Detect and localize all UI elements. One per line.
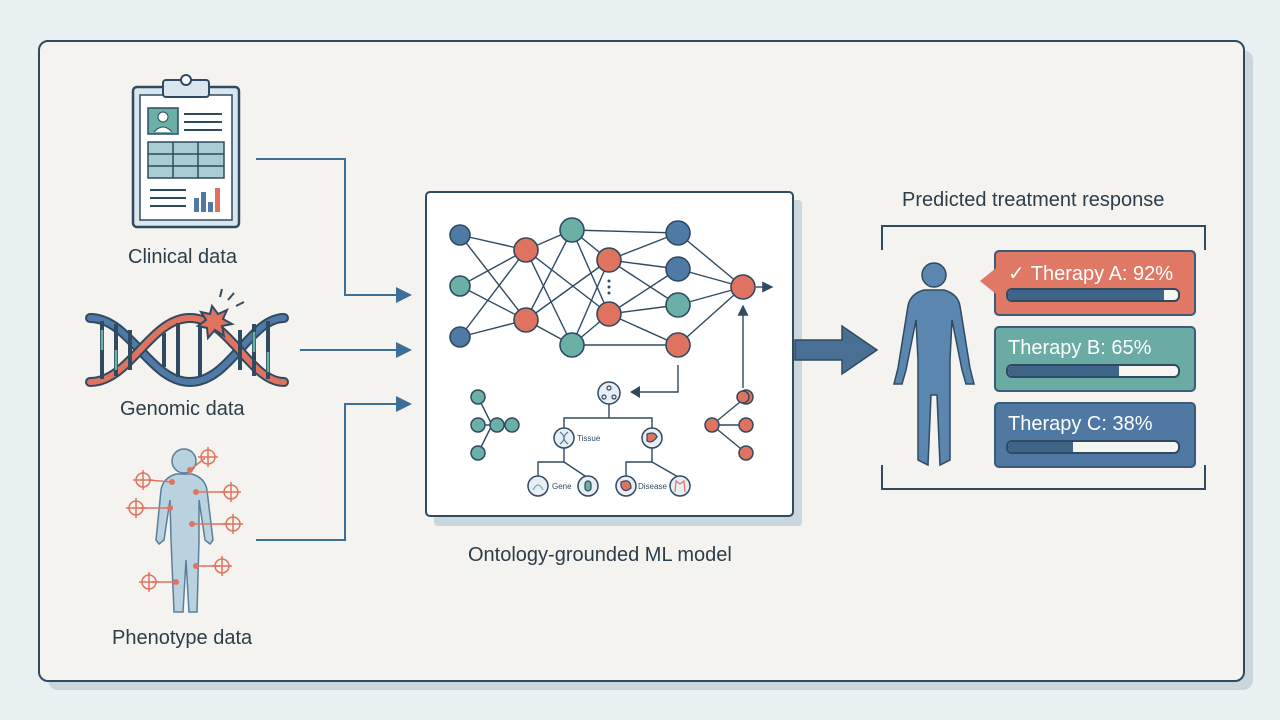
- therapy-card-b: Therapy B: 65%: [994, 326, 1196, 392]
- therapy-c-bar-fill: [1008, 442, 1073, 452]
- genomic-data-label: Genomic data: [120, 398, 245, 420]
- therapy-card-a: ✓Therapy A: 92%: [980, 250, 1196, 316]
- ontology-arrowhead: [630, 386, 640, 398]
- ontology-label-tissue: Tissue: [577, 434, 601, 443]
- therapy-b-bar: [1006, 364, 1180, 378]
- input-arrowheads: [396, 287, 412, 412]
- model-caption: Ontology-grounded ML model: [468, 544, 732, 566]
- therapy-a-bar-fill: [1008, 290, 1165, 300]
- therapy-a-bar: [1006, 288, 1180, 302]
- ontology-text: Tissue Gene Disease: [552, 434, 667, 491]
- callout-pointer-icon: [980, 268, 996, 294]
- ontology-label-gene: Gene: [552, 482, 572, 491]
- dna-helix-icon: [85, 288, 289, 388]
- phenotype-body-icon: [126, 447, 243, 613]
- nn-edges: [459, 229, 774, 346]
- nn-dots: [607, 279, 611, 295]
- clinical-data-label: Clinical data: [128, 246, 237, 268]
- ontology-node-glyphs: [532, 385, 686, 493]
- therapy-a-label: Therapy A: 92%: [1030, 263, 1174, 285]
- nn-nodes: [449, 217, 756, 358]
- clinical-clipboard-icon: [131, 74, 241, 229]
- output-title: Predicted treatment response: [902, 189, 1165, 211]
- therapy-c-bar: [1006, 440, 1180, 454]
- therapy-card-c: Therapy C: 38%: [994, 402, 1196, 468]
- output-bracket: [881, 225, 1206, 490]
- input-connectors: [256, 158, 402, 541]
- phenotype-data-label: Phenotype data: [112, 627, 253, 649]
- check-icon: ✓: [1008, 263, 1025, 285]
- therapy-b-label: Therapy B: 65%: [1008, 337, 1152, 359]
- therapy-b-bar-fill: [1008, 366, 1119, 376]
- therapy-a-text: ✓Therapy A: 92%: [1008, 261, 1173, 286]
- model-box: [425, 191, 794, 517]
- patient-figure-icon: [893, 262, 975, 467]
- ontology-label-disease: Disease: [638, 482, 667, 491]
- therapy-c-label: Therapy C: 38%: [1008, 413, 1153, 435]
- output-arrow-icon: [794, 324, 879, 376]
